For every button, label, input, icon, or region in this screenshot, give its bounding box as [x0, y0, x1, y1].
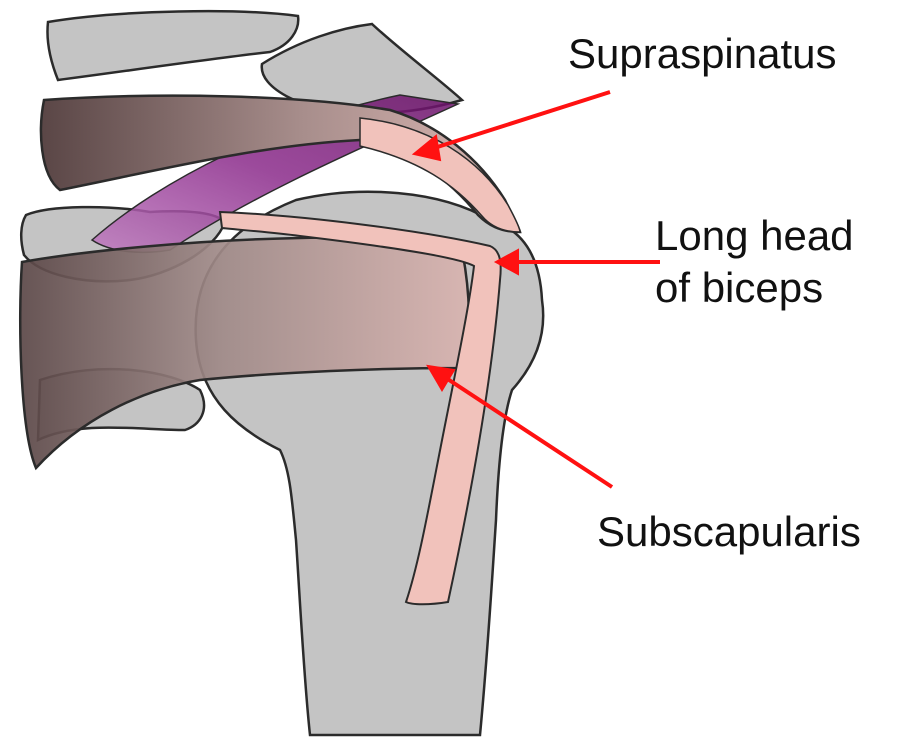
subscapularis-label: Subscapularis — [597, 506, 861, 558]
long-head-of-biceps-label: Long head of biceps — [655, 210, 854, 314]
long-head-label-line1: Long head — [655, 210, 854, 262]
supraspinatus-label: Supraspinatus — [568, 28, 837, 80]
long-head-label-line2: of biceps — [655, 262, 854, 314]
